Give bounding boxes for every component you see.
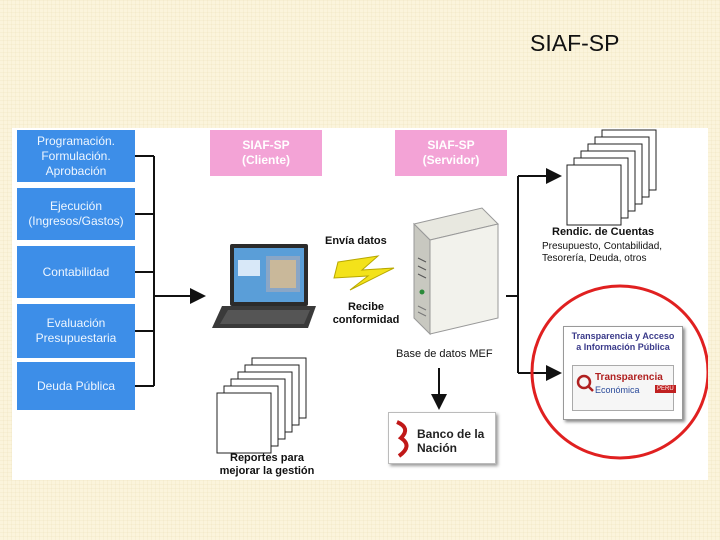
transparencia-panel: Transparencia y Acceso a Información Púb…: [563, 326, 683, 420]
slide-title: SIAF-SP: [530, 30, 620, 56]
logo-line1: Transparencia: [595, 372, 663, 383]
box-contabilidad: Contabilidad: [17, 246, 135, 298]
banco-nacion-mark-icon: [396, 420, 409, 458]
rendicion-documents-icon: [566, 129, 657, 226]
reportes-documents-icon: [216, 357, 307, 454]
logo-line2: Económica: [595, 385, 640, 395]
logo-badge: PERU: [655, 385, 676, 393]
lightning-icon: [333, 255, 395, 291]
transparencia-economica-logo: Transparencia Económica PERU: [572, 365, 676, 411]
magnifier-icon: [576, 374, 594, 392]
label-reportes: Reportes para mejorar la gestión: [219, 452, 315, 477]
box-siaf-servidor: SIAF-SP (Servidor): [395, 130, 507, 176]
box-evaluacion: Evaluación Presupuestaria: [17, 304, 135, 358]
label-rendic-detail: Presupuesto, Contabilidad, Tesorería, De…: [542, 241, 663, 264]
transparencia-header: Transparencia y Acceso a Información Púb…: [571, 331, 675, 352]
highlight-circle: [530, 284, 708, 460]
banco-nacion-text: Banco de la Nación: [417, 427, 485, 455]
label-base-datos: Base de datos MEF: [396, 348, 493, 360]
server-icon: [413, 207, 499, 336]
siaf-diagram: Programación. Formulación. Aprobación Ej…: [12, 128, 708, 480]
box-programacion: Programación. Formulación. Aprobación: [17, 130, 135, 182]
label-envia-datos: Envía datos: [325, 235, 387, 247]
label-recibe-conformidad: Recibe conformidad: [332, 301, 400, 326]
label-rendic-title: Rendic. de Cuentas: [552, 226, 655, 238]
left-bracket: [135, 155, 206, 387]
box-siaf-cliente: SIAF-SP (Cliente): [210, 130, 322, 176]
connector-lines: [135, 129, 708, 460]
laptop-icon: [212, 244, 316, 328]
banco-nacion-logo: Banco de la Nación: [388, 412, 496, 464]
box-deuda: Deuda Pública: [17, 362, 135, 410]
right-bracket: [506, 168, 562, 381]
box-ejecucion: Ejecución (Ingresos/Gastos): [17, 188, 135, 240]
